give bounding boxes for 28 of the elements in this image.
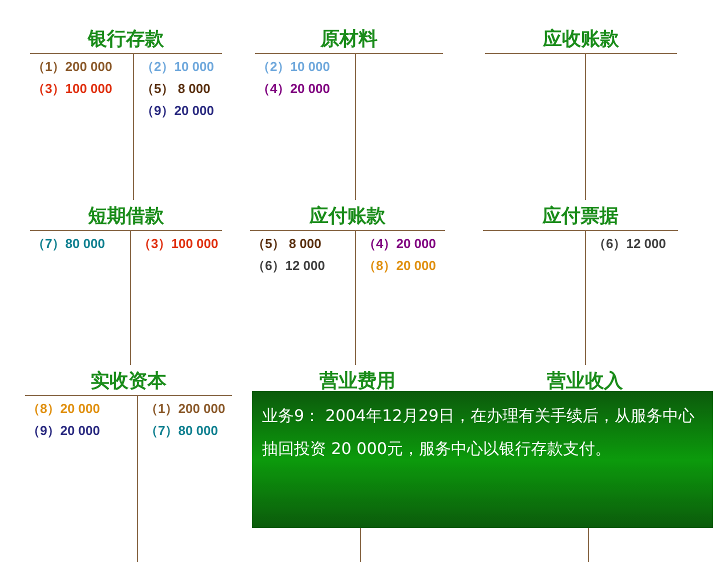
debit-entry: （4）20 000 — [257, 80, 330, 98]
account-title: 原材料 — [319, 27, 378, 52]
credit-entry: （1）200 000 — [145, 400, 226, 418]
account-title: 营业费用 — [318, 369, 396, 394]
account-title: 营业收入 — [546, 369, 624, 394]
credit-entry: （8）20 000 — [363, 257, 436, 275]
debit-entry: （3）100 000 — [32, 80, 112, 98]
credit-entry: （9）20 000 — [141, 102, 214, 120]
debit-entry: （8）20 000 — [27, 400, 100, 418]
debit-entry: （2）10 000 — [257, 58, 330, 76]
credit-entry: （6）12 000 — [593, 235, 666, 253]
credit-entry: （3）100 000 — [138, 235, 218, 253]
account-title: 应付票据 — [541, 204, 620, 229]
debit-entry: （7）80 000 — [32, 235, 105, 253]
debit-entry: （9）20 000 — [27, 422, 100, 440]
account-title: 银行存款 — [86, 27, 165, 52]
credit-entry: （4）20 000 — [363, 235, 436, 253]
account-title: 应收账款 — [542, 27, 620, 52]
credit-entry: （5） 8 000 — [141, 80, 212, 98]
credit-entry: （7）80 000 — [145, 422, 219, 440]
credit-entry: （2）10 000 — [141, 58, 214, 76]
text-callout-box: 业务9： 2004年12月29日，在办理有关手续后，从服务中心抽回投资 20 000元，服务中心以银行存款支付。 — [252, 391, 713, 528]
debit-entry: （1）200 000 — [32, 58, 112, 76]
debit-entry: （5） 8 000 — [252, 235, 322, 253]
debit-entry: （6）12 000 — [252, 257, 325, 275]
account-title: 应付账款 — [308, 204, 386, 229]
account-title: 实收资本 — [90, 369, 168, 394]
account-title: 短期借款 — [86, 204, 165, 229]
